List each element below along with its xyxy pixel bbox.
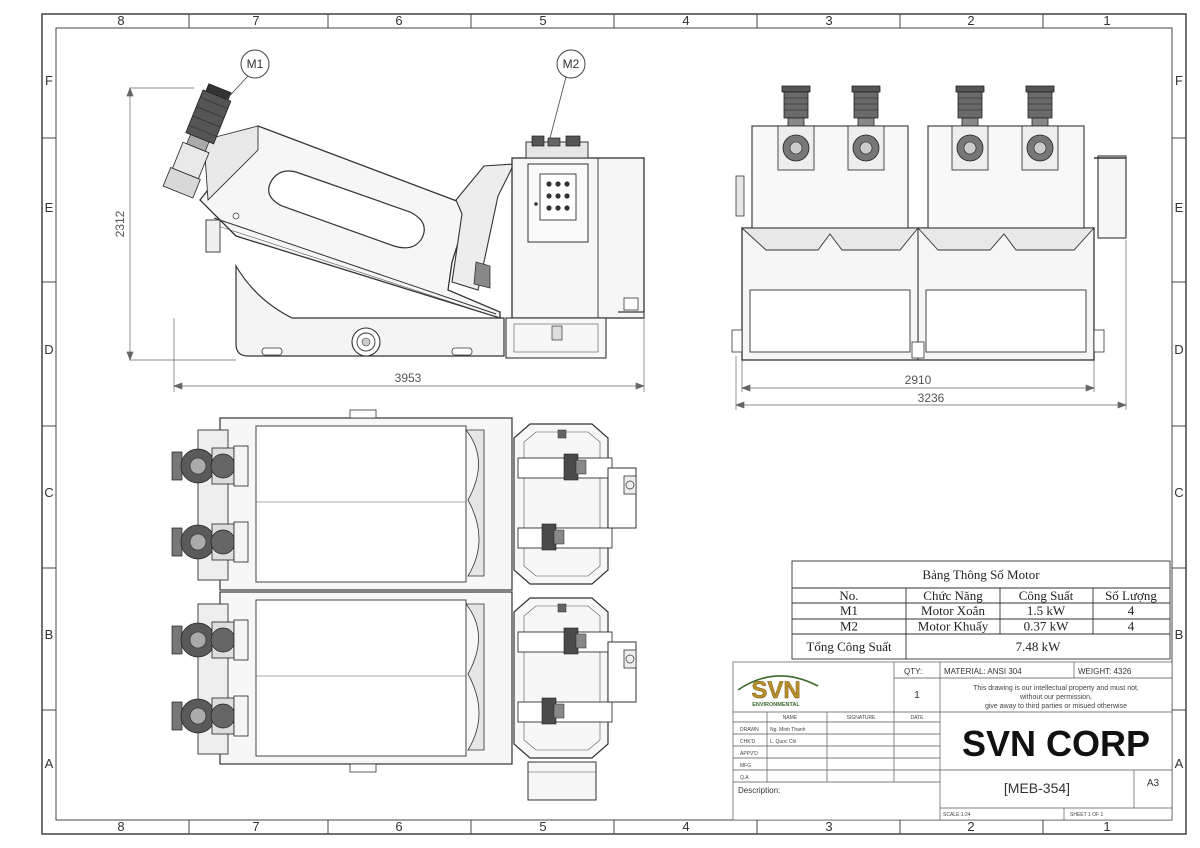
panel-button [555, 193, 561, 199]
panel-button [564, 205, 570, 211]
zone-row-left: C [44, 485, 53, 500]
zone-col-bottom: 3 [825, 819, 832, 834]
motor-table-title: Bảng Thông Số Motor [922, 567, 1040, 582]
qty-value: 1 [914, 690, 920, 701]
zone-row-left: F [45, 73, 53, 88]
title-role: CHK'D [740, 739, 756, 745]
zone-col-top: 5 [539, 13, 546, 28]
logo-subtext: ENVIRONMENTAL [752, 702, 800, 708]
zone-row-right: F [1175, 73, 1183, 88]
zone-row-left: A [45, 756, 54, 771]
motor-table-total-label: Tổng Công Suất [806, 639, 892, 654]
zone-col-bottom: 6 [395, 819, 402, 834]
motor-table-header: Số Lượng [1105, 588, 1157, 603]
panel-button [555, 205, 561, 211]
sheet-size: A3 [1147, 778, 1160, 789]
dim-front-overall-width: 3236 [918, 391, 945, 405]
panel-button [555, 181, 561, 187]
side-view-dimensions [126, 87, 645, 392]
zone-col-bottom: 2 [967, 819, 974, 834]
title-role: APPV'D [740, 751, 758, 757]
svn-logo: SVN ENVIRONMENTAL [737, 675, 819, 708]
motor-table-cell: 0.37 kW [1024, 619, 1070, 634]
zone-col-top: 1 [1103, 13, 1110, 28]
title-col-date: DATE [911, 715, 925, 721]
title-role: MFG [740, 763, 751, 769]
panel-button [546, 181, 552, 187]
notice-line-2: without our permission, [1019, 694, 1092, 701]
notice-line-3: give away to third parties or misued oth… [985, 703, 1127, 710]
motor-table-header: Chức Năng [923, 588, 983, 603]
drawing-number: [MEB-354] [1004, 780, 1070, 796]
title-col-name: NAME [783, 715, 798, 721]
sheet-label: SHEET 1 OF 1 [1070, 812, 1103, 818]
panel-button [546, 205, 552, 211]
scale-label: SCALE:1:24 [943, 812, 971, 818]
dim-side-height: 2312 [113, 210, 127, 237]
notice-line-1: This drawing is our intellectual propert… [973, 685, 1139, 692]
side-view [162, 83, 645, 359]
logo-text: SVN [751, 677, 800, 704]
motor-table-cell: 4 [1128, 619, 1135, 634]
zone-row-right: A [1175, 756, 1184, 771]
zone-col-top: 2 [967, 13, 974, 28]
zone-col-bottom: 5 [539, 819, 546, 834]
title-person-name: L. Quoc Chi [770, 739, 796, 745]
title-person-name: Ng. Minh Thanh [770, 727, 806, 733]
motor-table-cell: M1 [840, 603, 858, 618]
panel-button [564, 181, 570, 187]
qty-label: QTY: [904, 667, 922, 676]
description-label: Description: [738, 786, 780, 795]
motor-table-cell: 1.5 kW [1027, 603, 1066, 618]
zone-col-bottom: 7 [252, 819, 259, 834]
title-role: Q.A [740, 775, 749, 781]
motor-table-cell: 4 [1128, 603, 1135, 618]
zone-col-top: 4 [682, 13, 689, 28]
motor-table [791, 560, 1171, 660]
panel-button [564, 193, 570, 199]
zone-col-top: 6 [395, 13, 402, 28]
zone-col-top: 3 [825, 13, 832, 28]
callout-m1: M1 [221, 49, 270, 105]
zone-row-right: D [1174, 342, 1183, 357]
dim-side-length: 3953 [395, 371, 422, 385]
zone-row-right: B [1175, 627, 1184, 642]
zone-row-left: B [45, 627, 54, 642]
material-label: MATERIAL: ANSI 304 [944, 667, 1022, 676]
motor-table-cell: Motor Khuấy [918, 619, 989, 634]
title-block [732, 661, 1173, 821]
front-view [731, 85, 1127, 361]
callout-m1-label: M1 [247, 57, 264, 71]
company-name: SVN CORP [962, 723, 1150, 764]
zone-col-bottom: 8 [117, 819, 124, 834]
front-view-dimensions [735, 240, 1127, 410]
motor-table-header: Công Suất [1019, 588, 1074, 603]
zone-row-right: E [1175, 200, 1184, 215]
zone-col-bottom: 1 [1103, 819, 1110, 834]
motor-table-cell: Motor Xoắn [921, 603, 985, 618]
title-role: DRAWN [740, 727, 759, 733]
zone-col-bottom: 4 [682, 819, 689, 834]
zone-row-right: C [1174, 485, 1183, 500]
top-view [171, 409, 637, 801]
title-col-signature: SIGNATURE [847, 715, 876, 721]
panel-button-grid [546, 181, 570, 211]
weight-label: WEIGHT: 4326 [1078, 667, 1132, 676]
callout-m2-label: M2 [563, 57, 580, 71]
panel-button [546, 193, 552, 199]
callout-m2: M2 [549, 49, 586, 139]
zone-col-top: 7 [252, 13, 259, 28]
dim-front-inner-width: 2910 [905, 373, 932, 387]
motor-table-cell: M2 [840, 619, 858, 634]
zone-col-top: 8 [117, 13, 124, 28]
zone-row-left: D [44, 342, 53, 357]
zone-row-left: E [45, 200, 54, 215]
motor-table-total-value: 7.48 kW [1016, 639, 1062, 654]
motor-table-header: No. [839, 588, 858, 603]
